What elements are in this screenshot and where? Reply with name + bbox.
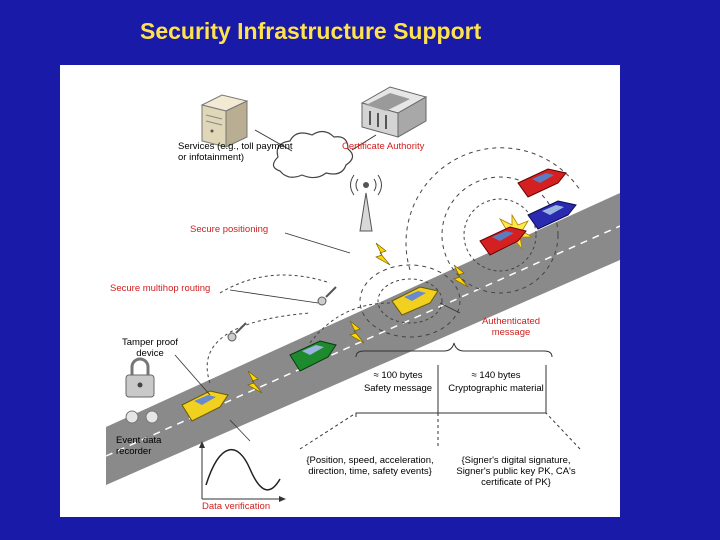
car-yellow-middle: [391, 286, 439, 316]
safety-fields: {Position, speed, acceleration, directio…: [306, 455, 434, 477]
car-green: [289, 340, 337, 372]
cloud-icon: [272, 130, 354, 179]
message-structure: [299, 365, 581, 450]
car-range-rings: [359, 264, 461, 338]
multihop-route-arc-1: [219, 274, 331, 294]
certificate-authority-label: Certificate Authority: [342, 141, 425, 152]
lightning-icon: [247, 242, 469, 394]
crypto-fields: {Signer's digital signature, Signer's pu…: [456, 455, 576, 488]
secure-positioning-label: Secure positioning: [190, 224, 269, 235]
safety-size: ≈ 100 bytes: [373, 370, 423, 381]
multihop-route-arc-2: [206, 312, 311, 384]
padlock-icon: [125, 357, 155, 398]
slide-title: Security Infrastructure Support: [140, 18, 482, 44]
car-yellow-left: [181, 390, 229, 422]
server-icon: [200, 94, 249, 148]
tamper-device-label: Tamper proof device: [122, 337, 178, 359]
antenna-tower-icon: [350, 174, 382, 232]
event-recorder-label: Event data recorder: [116, 435, 162, 457]
road: [106, 193, 620, 485]
authenticated-message-label: Authenticated message: [481, 316, 541, 338]
certificate-authority-icon: [360, 86, 428, 138]
crypto-size: ≈ 140 bytes: [471, 370, 521, 381]
safety-caption: Safety message: [363, 383, 433, 394]
data-verification-label: Data verification: [202, 501, 271, 512]
car-blue: [527, 200, 577, 230]
diagram-graphics: [105, 86, 620, 502]
label-pointers: [174, 232, 461, 442]
car-red-top: [517, 168, 567, 198]
secure-routing-label: Secure multihop routing: [110, 283, 211, 294]
event-recorder-icon: [125, 410, 159, 424]
key-icon: [227, 322, 247, 342]
radio-range-rings: [405, 147, 581, 294]
message-brace: [355, 342, 553, 358]
key-icon: [317, 286, 337, 306]
crypto-caption: Cryptographic material: [448, 383, 544, 394]
car-red-crash: [479, 226, 527, 256]
verification-plot: [199, 441, 286, 502]
services-label: Services (e.g., toll payment or infotain…: [178, 141, 293, 163]
vanet-security-diagram: Services (e.g., toll payment or infotain…: [60, 65, 620, 517]
